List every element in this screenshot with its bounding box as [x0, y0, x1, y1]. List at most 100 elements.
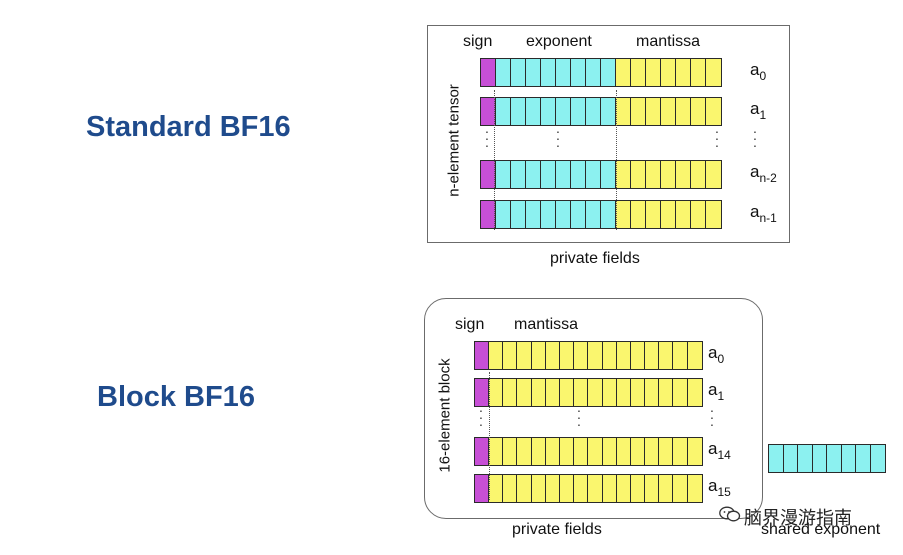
mantissa-bit [531, 342, 546, 369]
exponent-bit [526, 201, 541, 228]
exponent-bit [511, 161, 526, 188]
mantissa-bit [616, 438, 631, 465]
mantissa-bit [588, 342, 603, 369]
standard-element-row [480, 160, 722, 189]
mantissa-bit [631, 161, 646, 188]
exponent-bit [601, 59, 616, 86]
mantissa-bit [661, 161, 676, 188]
sign-bit [481, 161, 496, 188]
mantissa-bit [706, 98, 721, 125]
standard-ellipsis: ··· [714, 123, 720, 153]
mantissa-bit [602, 342, 617, 369]
watermark-text: 脑界漫游指南 [744, 508, 852, 528]
exponent-bit [571, 201, 586, 228]
exponent-bit [511, 201, 526, 228]
mantissa-bit [631, 59, 646, 86]
standard-footer: private fields [550, 250, 640, 267]
sign-bit [475, 379, 489, 406]
mantissa-bit [676, 201, 691, 228]
mantissa-bit [631, 98, 646, 125]
mantissa-bit [574, 379, 589, 406]
mantissa-bit [531, 438, 546, 465]
mantissa-bit [673, 379, 688, 406]
block-ellipsis: ··· [478, 402, 484, 432]
standard-divider-line [616, 90, 617, 230]
mantissa-bit [616, 379, 631, 406]
mantissa-bit [588, 379, 603, 406]
block-element-label: a14 [708, 439, 731, 462]
exponent-bit [812, 445, 827, 472]
standard-mantissa-header: mantissa [636, 33, 701, 50]
mantissa-bit [673, 438, 688, 465]
mantissa-bit [616, 342, 631, 369]
mantissa-bit [691, 161, 706, 188]
mantissa-bit [691, 98, 706, 125]
mantissa-bit [706, 161, 721, 188]
exponent-bit [571, 59, 586, 86]
mantissa-bit [489, 475, 504, 502]
mantissa-bit [630, 475, 646, 502]
mantissa-bit [616, 201, 631, 228]
exponent-bit [556, 161, 571, 188]
mantissa-bit [588, 438, 603, 465]
mantissa-bit [645, 379, 660, 406]
block-element-row [474, 437, 703, 466]
mantissa-bit [659, 475, 674, 502]
mantissa-bit [559, 342, 575, 369]
mantissa-bit [661, 98, 676, 125]
mantissa-bit [545, 475, 560, 502]
mantissa-bit [691, 59, 706, 86]
exponent-bit [511, 59, 526, 86]
shared-exponent-row [768, 444, 886, 473]
block-side-label: 16-element block [436, 358, 454, 473]
exponent-bit [556, 98, 571, 125]
mantissa-bit [574, 438, 589, 465]
mantissa-bit [676, 59, 691, 86]
mantissa-bit [687, 475, 702, 502]
exponent-bit [526, 98, 541, 125]
mantissa-bit [559, 475, 575, 502]
mantissa-bit [602, 475, 617, 502]
mantissa-bit [531, 379, 546, 406]
mantissa-bit [659, 438, 674, 465]
block-divider-line [489, 372, 490, 500]
mantissa-bit [630, 379, 646, 406]
mantissa-bit [602, 379, 617, 406]
block-element-row [474, 474, 703, 503]
exponent-bit [541, 201, 556, 228]
exponent-bit [556, 59, 571, 86]
mantissa-bit [559, 438, 575, 465]
mantissa-bit [646, 98, 661, 125]
exponent-bit [511, 98, 526, 125]
block-element-label: a1 [708, 380, 725, 403]
mantissa-bit [588, 475, 603, 502]
exponent-bit [541, 59, 556, 86]
sign-bit [475, 342, 489, 369]
standard-divider-line [494, 90, 495, 230]
block-element-label: a0 [708, 343, 725, 366]
standard-element-label: an-2 [750, 162, 777, 185]
exponent-bit [798, 445, 813, 472]
sign-bit [481, 201, 496, 228]
block-frame [424, 298, 763, 519]
mantissa-bit [616, 59, 631, 86]
exponent-bit [601, 98, 616, 125]
exponent-bit [601, 201, 616, 228]
sign-bit [475, 475, 489, 502]
mantissa-bit [489, 342, 504, 369]
exponent-bit [870, 445, 885, 472]
standard-sign-header: sign [463, 33, 493, 50]
standard-element-row [480, 200, 722, 229]
block-element-label: a15 [708, 476, 731, 499]
mantissa-bit [673, 475, 688, 502]
exponent-bit [571, 161, 586, 188]
sign-bit [481, 98, 496, 125]
mantissa-bit [687, 342, 702, 369]
mantissa-bit [630, 438, 646, 465]
exponent-bit [556, 201, 571, 228]
mantissa-bit [503, 379, 518, 406]
standard-exponent-header: exponent [526, 33, 592, 50]
mantissa-bit [517, 342, 532, 369]
exponent-bit [526, 59, 541, 86]
exponent-bit [571, 98, 586, 125]
